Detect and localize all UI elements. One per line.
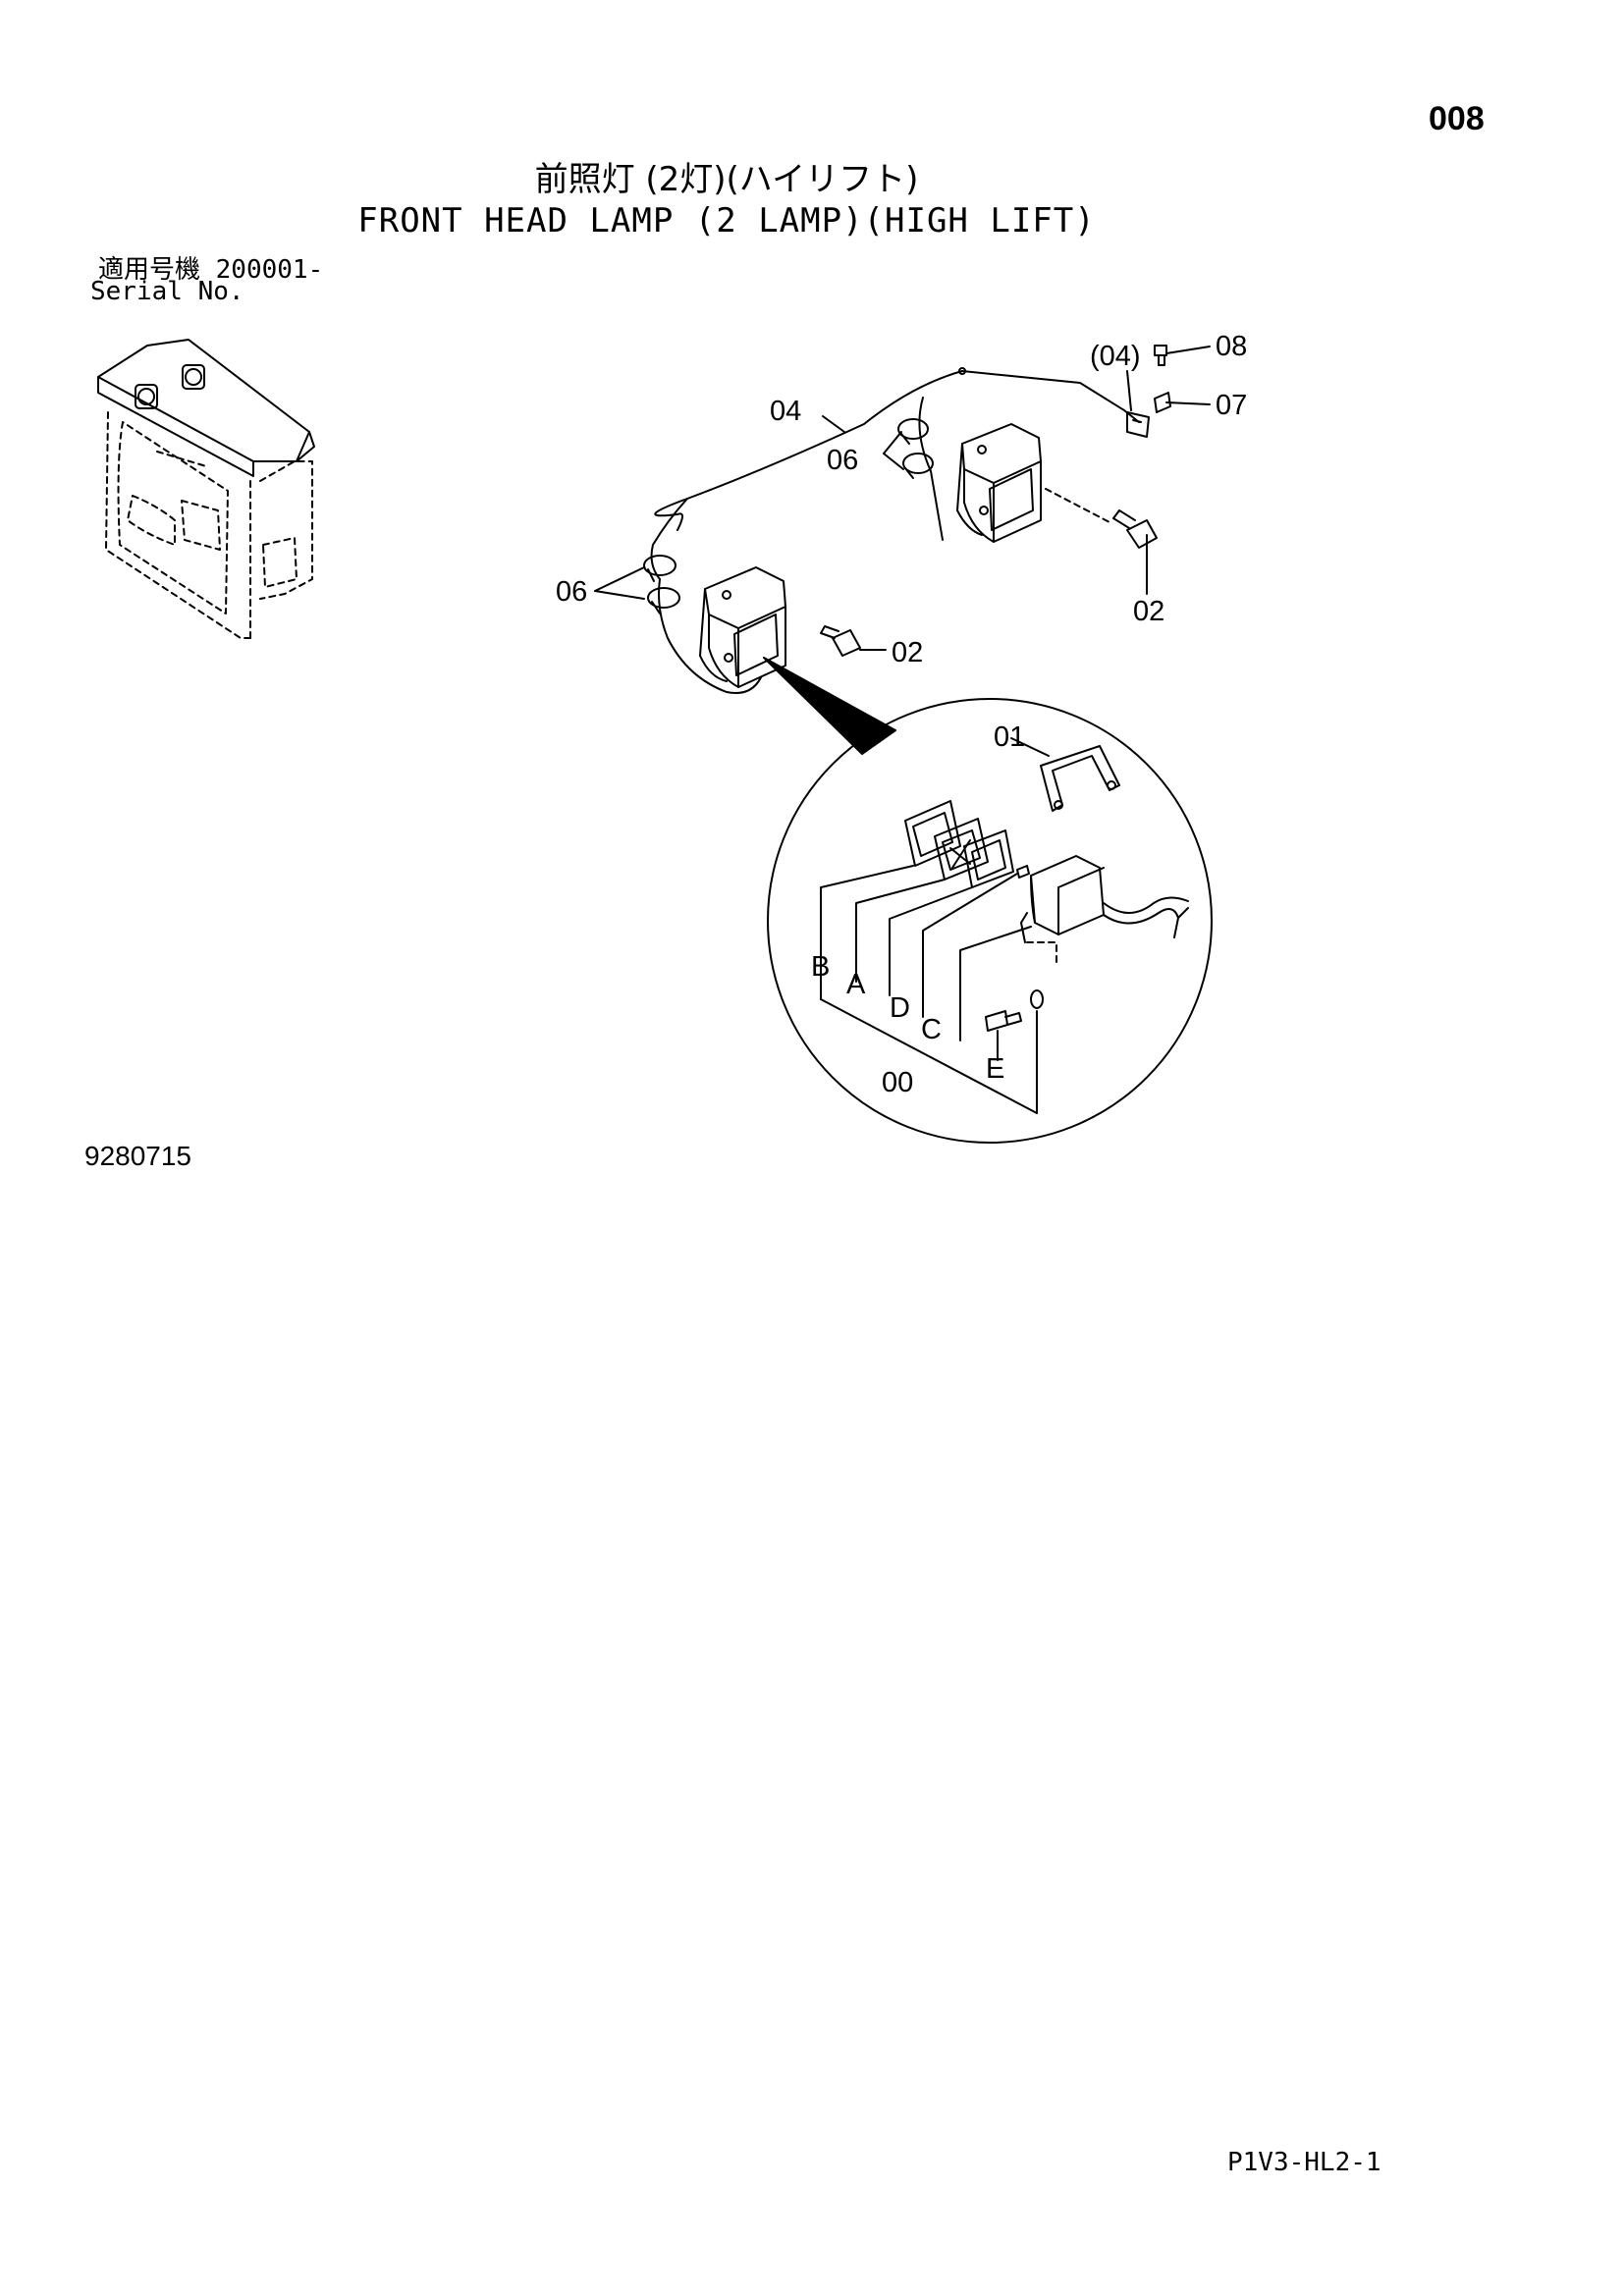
page-title-english: FRONT HEAD LAMP (2 LAMP)(HIGH LIFT) (357, 201, 1096, 240)
lamp-gasket-icon (963, 829, 1014, 888)
callout-06-upper: 06 (827, 445, 858, 476)
bolt-lower-icon (820, 625, 861, 657)
page-code: P1V3-HL2-1 (1227, 2148, 1381, 2177)
callout-B: B (811, 951, 830, 983)
bracket-01-icon (1010, 737, 1120, 812)
page-number: 008 (1429, 100, 1485, 137)
cab-lamp-right-icon (182, 364, 205, 390)
lamp-rim-icon (904, 800, 961, 867)
callout-C: C (921, 1014, 942, 1045)
serial-label-english: Serial No. (90, 277, 244, 306)
clamp-07-icon (1154, 392, 1171, 413)
callout-08: 08 (1216, 331, 1247, 362)
bolt-upper-icon (1112, 509, 1158, 570)
cable-clip-upper-icon (897, 418, 934, 479)
serial-label-japanese: 適用号機 200001- (98, 255, 324, 285)
callout-02-upper: 02 (1133, 596, 1164, 627)
zoom-pointer (763, 657, 896, 755)
callout-02-lower: 02 (892, 637, 923, 668)
cable-clip-lower-icon (643, 555, 680, 614)
callout-07: 07 (1216, 390, 1247, 421)
callout-00: 00 (882, 1067, 913, 1098)
wire-harness (650, 367, 1150, 694)
screw-08-icon (1154, 345, 1167, 366)
callout-06-lower: 06 (556, 576, 587, 608)
detail-magnified-view (767, 698, 1213, 1144)
callout-D: D (890, 992, 910, 1024)
figure-number: 9280715 (84, 1141, 192, 1171)
callout-04-ref: (04) (1090, 341, 1141, 372)
callout-E: E (986, 1053, 1004, 1085)
front-lamp-lower (699, 566, 786, 688)
page-title-japanese: 前照灯 (2灯)(ハイリフト) (534, 160, 919, 199)
callout-leaders (594, 346, 1211, 651)
callout-01: 01 (994, 721, 1025, 753)
callout-A: A (846, 969, 866, 1000)
cab-lamp-left-icon (135, 384, 158, 409)
screw-E-icon (985, 989, 1044, 1032)
callout-04: 04 (770, 396, 801, 427)
cab-thumbnail (97, 339, 315, 639)
front-lamp-upper (956, 423, 1110, 543)
lamp-bulb-icon (1016, 865, 1030, 879)
lamp-body-icon (1020, 855, 1189, 968)
